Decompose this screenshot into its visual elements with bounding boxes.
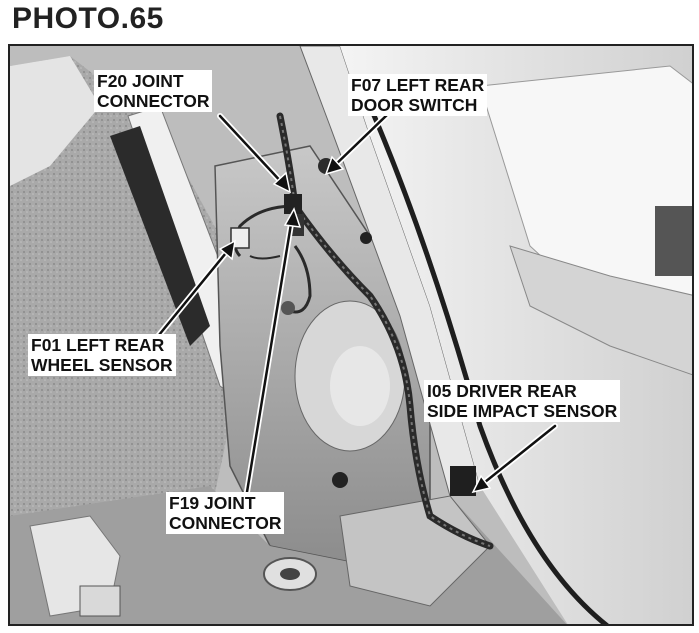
panel-reflection [330,346,390,426]
branch-wire [289,245,312,314]
arrowhead-f01 [218,239,236,261]
arrowhead-i05 [471,474,492,494]
floor-plug-hole [280,568,300,580]
arrow-f07 [330,112,390,170]
arrow-i05 [478,424,557,488]
armrest [509,245,692,376]
label-f20-joint-connector: F20 JOINT CONNECTOR [94,70,213,112]
door-latch [655,206,692,276]
page-title: PHOTO.65 [12,2,164,35]
callout-arrows [147,111,558,501]
sensor-lead [249,255,281,260]
arrowhead-f19 [283,207,302,228]
harness-clip-3 [332,472,348,488]
label-i05-driver-rear-side-impact-sensor: I05 DRIVER REAR SIDE IMPACT SENSOR [424,380,621,422]
left-trim-highlight [10,56,100,186]
harness-clip-2 [360,232,372,244]
label-f07-left-rear-door-switch: F07 LEFT REAR DOOR SWITCH [348,74,488,116]
label-f01-left-rear-wheel-sensor: F01 LEFT REAR WHEEL SENSOR [28,334,176,376]
belt-shadow [110,126,210,346]
floor-bracket [339,495,491,607]
arrowhead-f07 [324,155,345,176]
arrow-f20 [218,114,287,188]
wheel-sensor-connector [230,227,250,249]
photo-illustration [10,46,692,624]
impact-sensor-body [450,466,476,496]
wheel-sensor-wire [233,204,296,258]
arrow-f19 [244,216,294,500]
arrowhead-f20 [272,171,292,194]
harness-clip [281,301,295,315]
f20-connector-body [284,194,302,214]
seat-belt-buckle [79,585,121,617]
label-f19-joint-connector: F19 JOINT CONNECTOR [166,492,285,534]
vehicle-interior-photo: F20 JOINT CONNECTOR F07 LEFT REAR DOOR S… [8,44,694,626]
arrow-f01 [148,246,232,348]
